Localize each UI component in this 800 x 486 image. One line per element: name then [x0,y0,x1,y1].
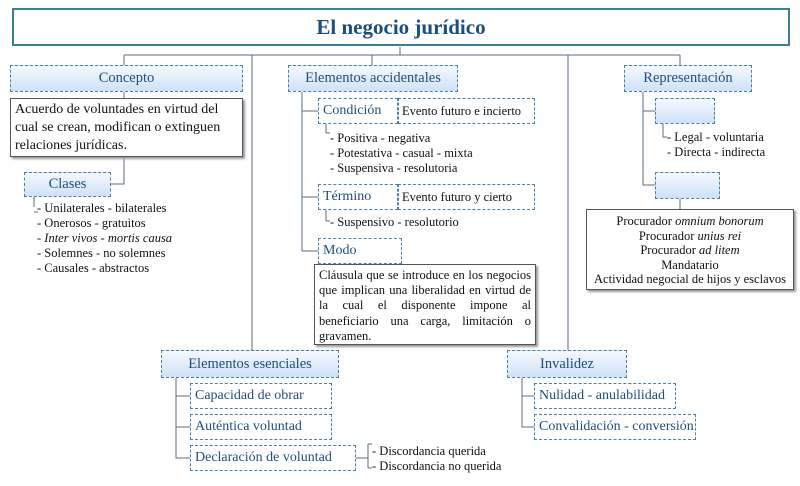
figuras-header [655,172,720,199]
figuras-item: Mandatario [661,257,719,272]
termino-definition: Evento futuro y cierto [398,184,535,210]
figuras-item: Procurador omnium bonorum [616,214,764,228]
figuras-item: Procurador unius rei [638,228,742,243]
nulidad-anulabilidad: Nulidad - anulabilidad [534,383,676,409]
condicion-item: - Potestativa - casual - mixta [330,146,473,160]
invalidez-header: Invalidez [507,350,627,378]
clases-list: - Unilaterales - bilaterales- Onerosos -… [37,201,217,276]
figuras-item: Procurador ad litem [640,243,740,258]
condicion-item: - Positiva - negativa [330,131,431,145]
condicion-list: - Positiva - negativa- Potestativa - cas… [330,131,530,176]
diagram-title: El negocio jurídico [316,14,486,39]
declaracion-item: - Discordancia no querida [372,459,502,473]
modo-label: Modo [318,238,402,264]
concepto-header: Concepto [10,65,243,92]
declaracion-de-voluntad: Declaración de voluntad [190,445,356,471]
concepto-definition: Acuerdo de voluntades en virtud del cual… [10,98,243,157]
tipos-item: - Legal - voluntaria [667,130,764,144]
capacidad-de-obrar: Capacidad de obrar [190,383,332,409]
condicion-label: Condición [318,98,398,124]
clases-item: - Unilaterales - bilaterales [37,201,167,215]
condicion-item: - Suspensiva - resolutoria [330,161,458,175]
elementos-accidentales-header: Elementos accidentales [288,65,458,92]
termino-label: Término [318,184,398,210]
clases-item: - Causales - abstractos [37,261,150,275]
tipos-header [655,98,715,124]
clases-item: - Inter vivos - mortis causa [37,231,173,245]
elementos-esenciales-header: Elementos esenciales [161,350,339,378]
tipos-item: - Directa - indirecta [667,145,766,159]
representacion-header: Representación [624,65,752,92]
diagram-title-box: El negocio jurídico [12,8,790,46]
convalidacion-conversion: Convalidación - conversión [534,414,696,440]
tipos-list: - Legal - voluntaria- Directa - indirect… [667,130,787,160]
termino-item: - Suspensivo - resolutorio [330,215,459,229]
clases-item: - Solemnes - no solemnes [37,246,166,260]
declaracion-item: - Discordancia querida [372,444,486,458]
autentica-voluntad: Auténtica voluntad [190,414,332,440]
figuras-item: Actividad negocial de hijos y esclavos [594,272,786,287]
clases-header: Clases [24,172,111,197]
condicion-definition: Evento futuro e incierto [398,98,535,124]
clases-item: - Onerosos - gratuitos [37,216,146,230]
declaracion-list: - Discordancia querida - Discordancia no… [372,444,532,474]
termino-list: - Suspensivo - resolutorio [330,215,530,230]
modo-definition: Cláusula que se introduce en los negocio… [314,264,536,345]
